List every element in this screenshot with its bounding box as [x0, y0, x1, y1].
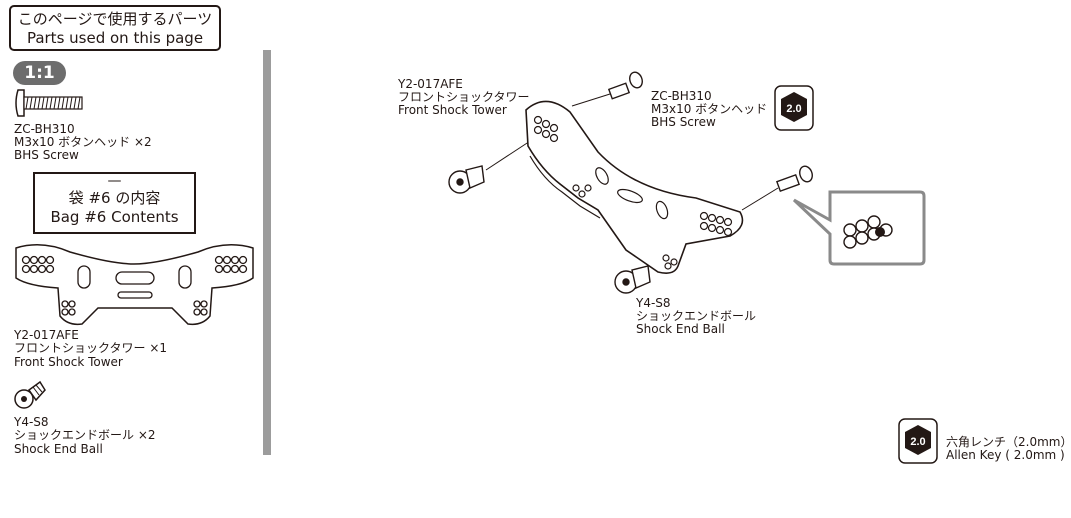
- parts-tower-name-jp: フロントショックタワー ×1: [14, 341, 168, 355]
- detail-callout: [792, 190, 926, 266]
- parts-header-title-jp: このページで使用するパーツ: [17, 10, 213, 28]
- allen-key-legend-icon: 2.0: [898, 418, 938, 464]
- parts-ball-code: Y4-S8: [14, 415, 49, 429]
- assembly-screw-name-en: BHS Screw: [651, 115, 716, 129]
- parts-screw-code: ZC-BH310: [14, 122, 75, 136]
- tool-name-jp: 六角レンチ（2.0mm）: [946, 435, 1071, 449]
- parts-screw-name-en: BHS Screw: [14, 148, 79, 162]
- parts-header-box: このページで使用するパーツ Parts used on this page: [9, 5, 221, 51]
- bag-dash: —: [107, 173, 122, 189]
- assembly-ball-name-jp: ショックエンドボール: [636, 309, 757, 323]
- parts-tower-code: Y2-017AFE: [14, 328, 79, 342]
- scale-badge: 1:1: [13, 61, 66, 85]
- assembly-tower-name-jp: フロントショックタワー: [398, 90, 530, 104]
- section-divider: [263, 50, 271, 455]
- assembly-drawing: [448, 71, 813, 294]
- assembly-screw-name-jp: M3x10 ボタンヘッド: [651, 102, 768, 116]
- parts-header-title-en: Parts used on this page: [26, 29, 204, 47]
- parts-tower-name-en: Front Shock Tower: [14, 355, 123, 369]
- bhs-screw-icon: [15, 89, 83, 117]
- hex-key-badge-size: 2.0: [786, 103, 801, 115]
- tool-name-en: Allen Key ( 2.0mm ): [946, 448, 1065, 462]
- front-shock-tower-flat-icon: [15, 244, 254, 326]
- assembly-tower-name-en: Front Shock Tower: [398, 103, 507, 117]
- parts-ball-name-en: Shock End Ball: [14, 442, 103, 456]
- hex-key-badge-icon: 2.0: [774, 85, 814, 131]
- bag-label-jp: 袋 #6 の内容: [68, 189, 161, 207]
- allen-key-legend-size: 2.0: [910, 436, 925, 448]
- assembly-ball-code: Y4-S8: [636, 296, 671, 310]
- assembly-tower-code: Y2-017AFE: [398, 77, 463, 91]
- parts-ball-name-jp: ショックエンドボール ×2: [14, 428, 156, 442]
- bag-label-en: Bag #6 Contents: [50, 208, 179, 226]
- assembly-screw-code: ZC-BH310: [651, 89, 712, 103]
- assembly-ball-name-en: Shock End Ball: [636, 322, 725, 336]
- bag-contents-box: — 袋 #6 の内容 Bag #6 Contents: [33, 172, 196, 234]
- parts-screw-name-jp: M3x10 ボタンヘッド ×2: [14, 135, 152, 149]
- shock-end-ball-icon: [14, 380, 46, 409]
